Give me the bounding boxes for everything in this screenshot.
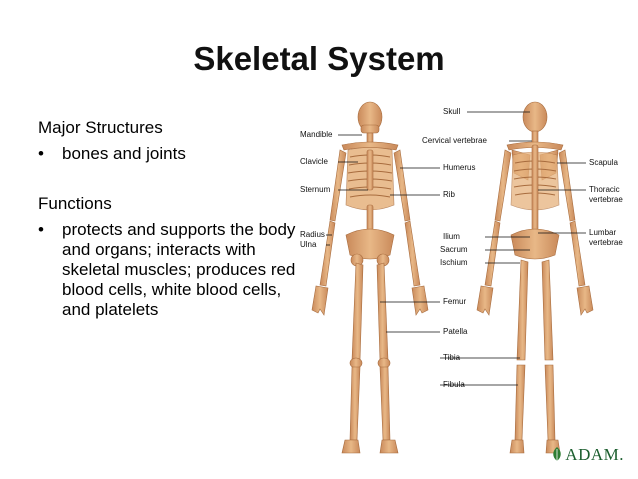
bullet-dot: • [38,220,44,239]
adam-logo: ADAM. [551,445,624,465]
label-patella: Patella [443,327,468,336]
label-mandible: Mandible [300,130,333,139]
slide-title: Skeletal System [193,40,445,77]
structures-bullet: • bones and joints [38,144,298,164]
label-ilium: Ilium [443,232,460,241]
leaf-icon [553,447,562,461]
label-skull: Skull [443,107,461,116]
label-cervical: Cervical vertebrae [422,136,487,145]
label-thoracic-1: Thoracic [589,185,620,194]
label-sternum: Sternum [300,185,331,194]
front-skeleton [311,101,429,454]
label-humerus: Humerus [443,163,476,172]
label-fibula: Fibula [443,380,465,389]
label-radius: Radius [300,230,325,239]
functions-heading: Functions [38,194,112,213]
label-scapula: Scapula [589,158,618,167]
skeleton-figure: Mandible Clavicle Sternum Radius Ulna Sk… [290,95,630,475]
bullet-dot: • [38,144,44,163]
skeleton-illustration [311,101,594,454]
label-lumbar-2: vertebrae [589,238,623,247]
label-lumbar-1: Lumbar [589,228,617,237]
text-column: Major Structures • bones and joints Func… [38,118,298,320]
label-thoracic-2: vertebrae [589,195,623,204]
bullet-text: protects and supports the body and organ… [62,220,296,319]
back-skeleton [476,101,594,454]
structures-heading: Major Structures [38,118,163,137]
label-femur: Femur [443,297,467,306]
label-sacrum: Sacrum [440,245,468,254]
label-rib: Rib [443,190,456,199]
leader-lines [326,111,586,386]
functions-bullet: • protects and supports the body and org… [38,220,298,320]
label-clavicle: Clavicle [300,157,329,166]
label-ulna: Ulna [300,240,317,249]
label-ischium: Ischium [440,258,468,267]
label-tibia: Tibia [443,353,461,362]
bullet-text: bones and joints [62,144,186,163]
logo-text: ADAM. [565,445,624,464]
